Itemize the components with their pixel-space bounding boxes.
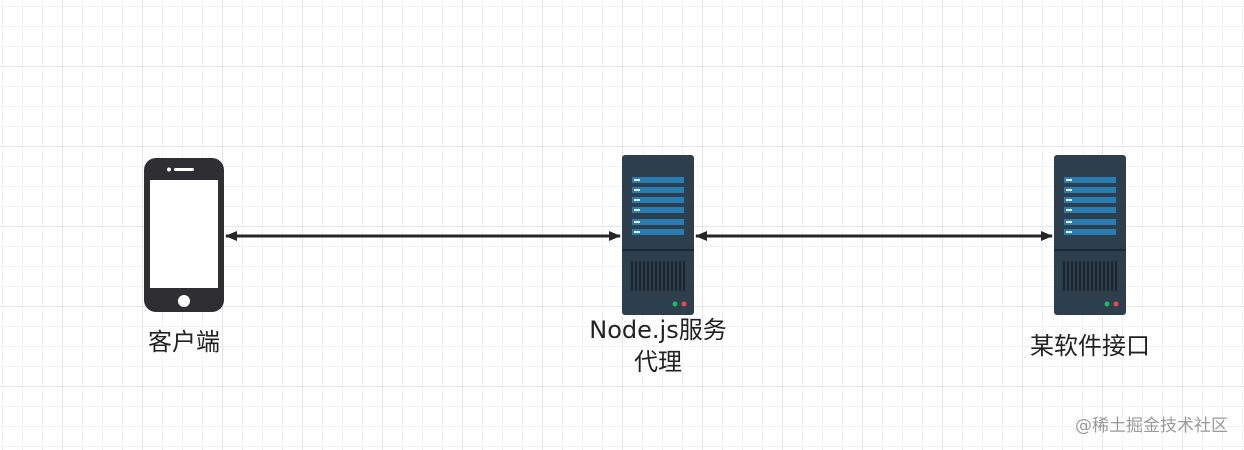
smartphone-icon [144,158,224,312]
api-server-icon [1054,155,1126,315]
client-label: 客户端 [148,328,220,356]
proxy-server-icon [622,155,694,315]
proxy-label: Node.js服务 代理 [558,314,758,378]
watermark-text: @稀土掘金技术社区 [1075,416,1228,436]
proxy-label-line2: 代理 [634,348,682,376]
api-label: 某软件接口 [1030,332,1150,360]
proxy-label-line1: Node.js服务 [589,316,727,344]
